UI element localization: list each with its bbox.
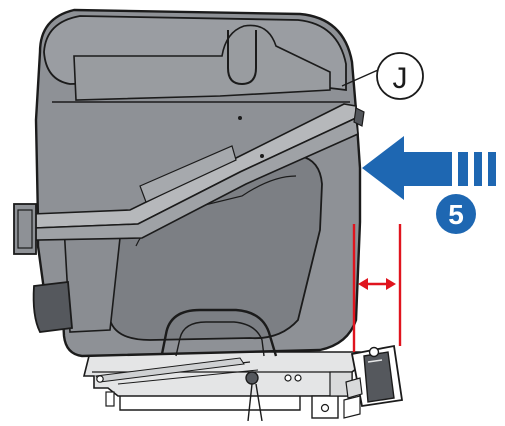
seat-shell [13, 8, 362, 385]
part-label-callout: J [341, 52, 424, 127]
step-number: 5 [448, 199, 464, 230]
seat-base [82, 351, 363, 419]
push-arrow-icon [362, 136, 496, 200]
double-headed-arrow-icon [358, 278, 396, 290]
knob-pointer [247, 383, 263, 422]
part-letter: J [393, 62, 408, 95]
support-leg [343, 344, 404, 419]
step-number-badge: 5 [436, 194, 476, 234]
measure-guide [352, 224, 402, 352]
